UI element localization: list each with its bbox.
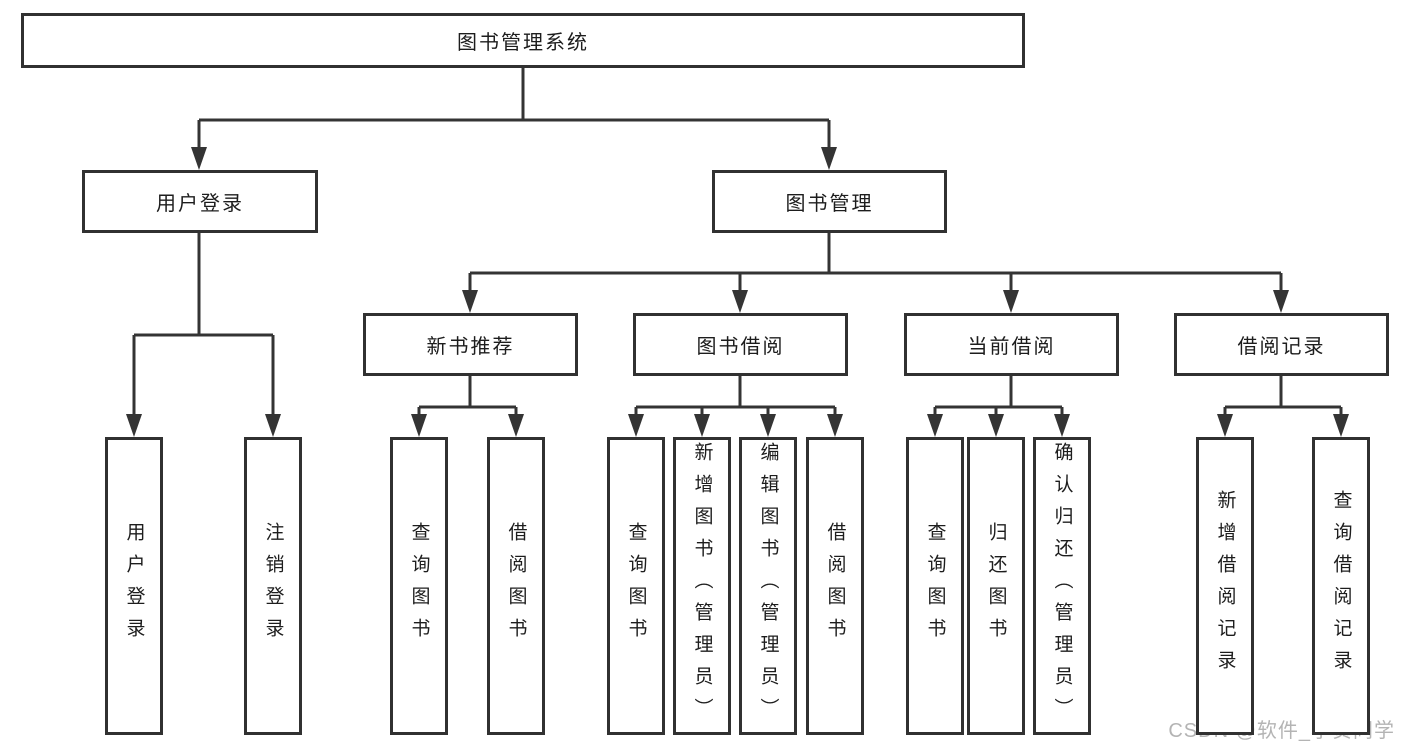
arrowhead-icon [1273, 290, 1289, 313]
node-label: 新书推荐 [426, 336, 515, 358]
node-label: 查询图书 [625, 522, 647, 650]
arrowhead-icon [694, 414, 710, 437]
node-label: 借阅图书 [505, 522, 527, 650]
arrowhead-icon [191, 147, 207, 170]
node-label: 归还图书 [985, 522, 1007, 650]
node-label: 编辑图书（管理员） [757, 442, 779, 730]
node-user-login: 用户登录 [82, 170, 318, 233]
node-add-borrow-record: 新增借阅记录 [1196, 437, 1254, 735]
arrowhead-icon [760, 414, 776, 437]
node-label: 当前借阅 [967, 336, 1056, 358]
node-query-books-1: 查询图书 [390, 437, 448, 735]
node-borrow-books-1: 借阅图书 [487, 437, 545, 735]
node-label: 图书借阅 [696, 336, 785, 358]
node-label: 图书管理系统 [457, 32, 589, 54]
node-label: 查询图书 [924, 522, 946, 650]
arrowhead-icon [411, 414, 427, 437]
arrowhead-icon [1003, 290, 1019, 313]
node-borrow-books-2: 借阅图书 [806, 437, 864, 735]
node-label: 借阅记录 [1237, 336, 1326, 358]
arrowhead-icon [927, 414, 943, 437]
arrowhead-icon [265, 414, 281, 437]
arrowhead-icon [126, 414, 142, 437]
node-label: 新增图书（管理员） [691, 442, 713, 730]
arrowhead-icon [462, 290, 478, 313]
arrowhead-icon [821, 147, 837, 170]
arrowhead-icon [827, 414, 843, 437]
node-login: 用户登录 [105, 437, 163, 735]
node-label: 查询图书 [408, 522, 430, 650]
arrowhead-icon [1054, 414, 1070, 437]
node-label: 用户登录 [123, 522, 145, 650]
arrowhead-icon [628, 414, 644, 437]
node-book-mgmt: 图书管理 [712, 170, 947, 233]
node-query-books-2: 查询图书 [607, 437, 665, 735]
node-logout: 注销登录 [244, 437, 302, 735]
node-return-books: 归还图书 [967, 437, 1025, 735]
node-label: 借阅图书 [824, 522, 846, 650]
node-label: 查询借阅记录 [1330, 490, 1352, 682]
arrowhead-icon [988, 414, 1004, 437]
node-root: 图书管理系统 [21, 13, 1025, 68]
node-label: 确认归还（管理员） [1051, 442, 1073, 730]
arrowhead-icon [508, 414, 524, 437]
node-edit-book-admin: 编辑图书（管理员） [739, 437, 797, 735]
node-book-borrow: 图书借阅 [633, 313, 848, 376]
node-label: 图书管理 [785, 193, 874, 215]
node-confirm-return-admin: 确认归还（管理员） [1033, 437, 1091, 735]
arrowhead-icon [732, 290, 748, 313]
arrowhead-icon [1217, 414, 1233, 437]
node-add-book-admin: 新增图书（管理员） [673, 437, 731, 735]
node-label: 用户登录 [156, 193, 244, 215]
node-borrow-record: 借阅记录 [1174, 313, 1389, 376]
node-query-books-3: 查询图书 [906, 437, 964, 735]
node-current-borrow: 当前借阅 [904, 313, 1119, 376]
node-new-book-rec: 新书推荐 [363, 313, 578, 376]
node-label: 注销登录 [262, 522, 284, 650]
node-query-borrow-record: 查询借阅记录 [1312, 437, 1370, 735]
node-label: 新增借阅记录 [1214, 490, 1236, 682]
arrowhead-icon [1333, 414, 1349, 437]
